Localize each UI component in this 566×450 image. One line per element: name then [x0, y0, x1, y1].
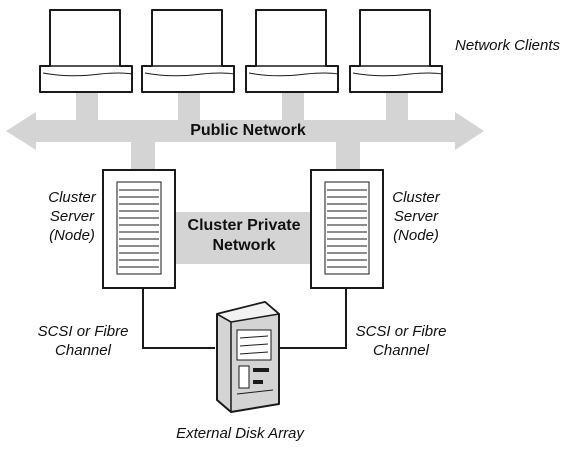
disk-array-icon — [216, 301, 280, 413]
client-connector — [386, 92, 408, 120]
right-node-line-2: Server — [393, 208, 439, 225]
client-connector — [282, 92, 304, 120]
left-scsi-line — [142, 288, 215, 349]
network-clients-label: Network Clients — [455, 37, 561, 54]
right-link-line-1: SCSI or Fibre — [355, 323, 447, 340]
left-link-label: SCSI or Fibre Channel — [28, 322, 138, 360]
left-link-line-1: SCSI or Fibre — [37, 323, 129, 340]
client-connector — [76, 92, 98, 120]
cluster-private-network-label: Cluster Private Network — [172, 216, 316, 256]
server-connector — [131, 142, 155, 170]
left-node-line-3: (Node) — [49, 227, 95, 244]
monitor-icon — [245, 9, 339, 93]
network-client-3 — [245, 9, 339, 93]
right-scsi-line — [272, 288, 347, 349]
external-disk-array — [216, 301, 280, 413]
private-network-band — [170, 212, 318, 264]
monitor-icon — [141, 9, 235, 93]
server-tower-icon — [310, 169, 384, 289]
network-client-4 — [349, 9, 443, 93]
network-client-1 — [39, 9, 133, 93]
right-node-line-1: Cluster — [392, 189, 440, 206]
private-network-line-2: Network — [212, 237, 276, 254]
monitor-icon — [349, 9, 443, 93]
left-node-line-1: Cluster — [48, 189, 96, 206]
private-network-line-1: Cluster Private — [187, 217, 301, 234]
public-network-bar — [6, 112, 484, 150]
right-link-line-2: Channel — [373, 342, 429, 359]
left-cluster-server — [102, 169, 176, 289]
right-link-label: SCSI or Fibre Channel — [346, 322, 456, 360]
left-node-label: Cluster Server (Node) — [40, 188, 104, 245]
left-link-line-2: Channel — [55, 342, 111, 359]
right-cluster-server — [310, 169, 384, 289]
public-network-label: Public Network — [190, 122, 306, 139]
network-client-2 — [141, 9, 235, 93]
monitor-icon — [39, 9, 133, 93]
server-connector — [336, 142, 360, 170]
right-node-label: Cluster Server (Node) — [384, 188, 448, 245]
right-node-line-3: (Node) — [393, 227, 439, 244]
disk-array-label: External Disk Array — [176, 425, 304, 442]
server-tower-icon — [102, 169, 176, 289]
client-connector — [178, 92, 200, 120]
left-node-line-2: Server — [49, 208, 95, 225]
